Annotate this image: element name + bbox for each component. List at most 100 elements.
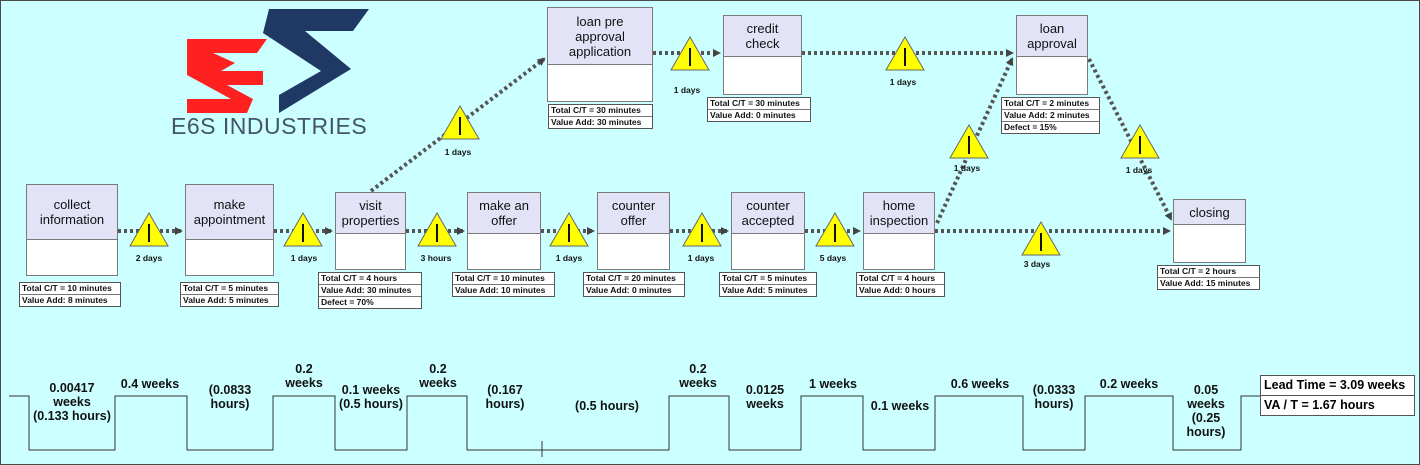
data-box-visit-properties: Total C/T = 4 hours Value Add: 30 minute… — [318, 272, 422, 309]
timeline-label: (0.0333 hours) — [1032, 383, 1076, 411]
process-make-an-offer: make an offer — [467, 192, 541, 270]
value-add: Value Add: 0 minutes — [586, 285, 672, 295]
inventory-triangle-icon — [549, 211, 589, 247]
wait-label: 3 days — [1023, 259, 1051, 269]
company-logo — [187, 9, 369, 113]
process-title: loan pre approval application — [548, 8, 652, 65]
inventory-triangle-icon — [682, 211, 722, 247]
cycle-time: Total C/T = 30 minutes — [708, 98, 810, 110]
wait-label: 3 hours — [420, 253, 452, 263]
process-credit-check: credit check — [723, 15, 802, 95]
inventory-triangle-icon — [670, 35, 710, 71]
process-loan-approval: loan approval — [1016, 15, 1088, 95]
process-counter-accepted: counter accepted — [731, 192, 805, 270]
data-box-home-inspection: Total C/T = 4 hours Value Add: 0 hours — [856, 272, 945, 297]
cycle-time: Total C/T = 2 hours — [1158, 266, 1259, 278]
timeline-label: 0.00417 weeks (0.133 hours) — [33, 381, 111, 423]
inventory-triangle-icon — [1120, 123, 1160, 159]
timeline-label: 1 weeks — [809, 377, 857, 391]
cycle-time: Total C/T = 10 minutes — [20, 283, 120, 295]
process-title: loan approval — [1017, 16, 1087, 57]
lead-time-summary: Lead Time = 3.09 weeks VA / T = 1.67 hou… — [1260, 375, 1415, 416]
defect-rate: Defect = 70% — [321, 297, 374, 307]
cycle-time: Total C/T = 5 minutes — [720, 273, 816, 285]
process-visit-properties: visit properties — [335, 192, 406, 270]
inventory-triangle-icon — [815, 211, 855, 247]
timeline-label: 0.0125 weeks — [745, 383, 785, 411]
value-add: Value Add: 5 minutes — [183, 295, 269, 305]
process-counter-offer: counter offer — [597, 192, 670, 270]
inventory-triangles — [129, 35, 1160, 256]
timeline-label: 0.2 weeks — [679, 362, 717, 390]
process-closing: closing — [1173, 199, 1246, 263]
data-box-loan-approval: Total C/T = 2 minutes Value Add: 2 minut… — [1001, 97, 1100, 134]
timeline-label: 0.6 weeks — [950, 377, 1010, 391]
process-title: make appointment — [186, 185, 273, 240]
process-title: make an offer — [468, 193, 540, 234]
timeline-label: 0.05 weeks (0.25 hours) — [1186, 383, 1226, 439]
timeline-label: (0.0833 hours) — [208, 383, 252, 411]
data-box-make-appointment: Total C/T = 5 minutes Value Add: 5 minut… — [180, 282, 279, 307]
wait-label: 1 days — [444, 147, 472, 157]
timeline-label: 0.2 weeks — [419, 362, 457, 390]
value-add: Value Add: 8 minutes — [22, 295, 108, 305]
inventory-triangle-icon — [283, 211, 323, 247]
process-title: collect information — [27, 185, 117, 240]
value-add: Value Add: 0 minutes — [710, 110, 796, 120]
wait-label: 1 days — [290, 253, 318, 263]
data-box-counter-offer: Total C/T = 20 minutes Value Add: 0 minu… — [583, 272, 685, 297]
value-add: Value Add: 5 minutes — [722, 285, 808, 295]
value-add: Value Add: 10 minutes — [455, 285, 546, 295]
timeline-label: (0.5 hours) — [575, 399, 639, 413]
process-loan-pre-approval: loan pre approval application — [547, 7, 653, 102]
inventory-triangle-icon — [949, 123, 989, 159]
inventory-triangle-icon — [417, 211, 457, 247]
arrow-loanapproval-closing — [1087, 58, 1173, 221]
wait-label: 1 days — [673, 85, 701, 95]
cycle-time: Total C/T = 4 hours — [857, 273, 944, 285]
timeline-label: 0.1 weeks — [870, 399, 930, 413]
timeline-label: 0.2 weeks — [285, 362, 323, 390]
lead-time: Lead Time = 3.09 weeks — [1261, 376, 1414, 396]
value-add: Value Add: 30 minutes — [551, 117, 642, 127]
wait-label: 1 days — [953, 163, 981, 173]
wait-label: 1 days — [1125, 165, 1153, 175]
cycle-time: Total C/T = 4 hours — [319, 273, 421, 285]
logo-e-shape — [187, 39, 267, 113]
cycle-time: Total C/T = 5 minutes — [181, 283, 278, 295]
process-make-appointment: make appointment — [185, 184, 274, 276]
process-title: credit check — [724, 16, 801, 57]
cycle-time: Total C/T = 20 minutes — [584, 273, 684, 285]
inventory-triangle-icon — [1021, 220, 1061, 256]
defect-rate: Defect = 15% — [1004, 122, 1057, 132]
value-add: Value Add: 15 minutes — [1160, 278, 1251, 288]
data-box-collect-information: Total C/T = 10 minutes Value Add: 8 minu… — [19, 282, 121, 307]
cycle-time: Total C/T = 10 minutes — [453, 273, 554, 285]
data-box-credit-check: Total C/T = 30 minutes Value Add: 0 minu… — [707, 97, 811, 122]
data-box-loan-pre-approval: Total C/T = 30 minutes Value Add: 30 min… — [548, 104, 653, 129]
process-home-inspection: home inspection — [863, 192, 935, 270]
cycle-time: Total C/T = 30 minutes — [549, 105, 652, 117]
timeline-label: 0.1 weeks (0.5 hours) — [339, 383, 403, 411]
inventory-triangle-icon — [885, 35, 925, 71]
data-box-closing: Total C/T = 2 hours Value Add: 15 minute… — [1157, 265, 1260, 290]
va-ratio: VA / T = 1.67 hours — [1264, 398, 1375, 412]
timeline-ladder — [9, 395, 1260, 451]
process-title: closing — [1174, 200, 1245, 225]
timeline-label: 0.2 weeks — [1099, 377, 1159, 391]
wait-label: 1 days — [889, 77, 917, 87]
process-title: counter accepted — [732, 193, 804, 234]
data-box-counter-accepted: Total C/T = 5 minutes Value Add: 5 minut… — [719, 272, 817, 297]
wait-label: 1 days — [555, 253, 583, 263]
process-collect-information: collect information — [26, 184, 118, 276]
value-add: Value Add: 30 minutes — [319, 285, 421, 297]
cycle-time: Total C/T = 2 minutes — [1002, 98, 1099, 110]
wait-label: 1 days — [687, 253, 715, 263]
wait-label: 2 days — [135, 253, 163, 263]
process-title: home inspection — [864, 193, 934, 234]
inventory-triangle-icon — [440, 104, 480, 140]
timeline-label: (0.167 hours) — [485, 383, 525, 411]
inventory-triangle-icon — [129, 211, 169, 247]
